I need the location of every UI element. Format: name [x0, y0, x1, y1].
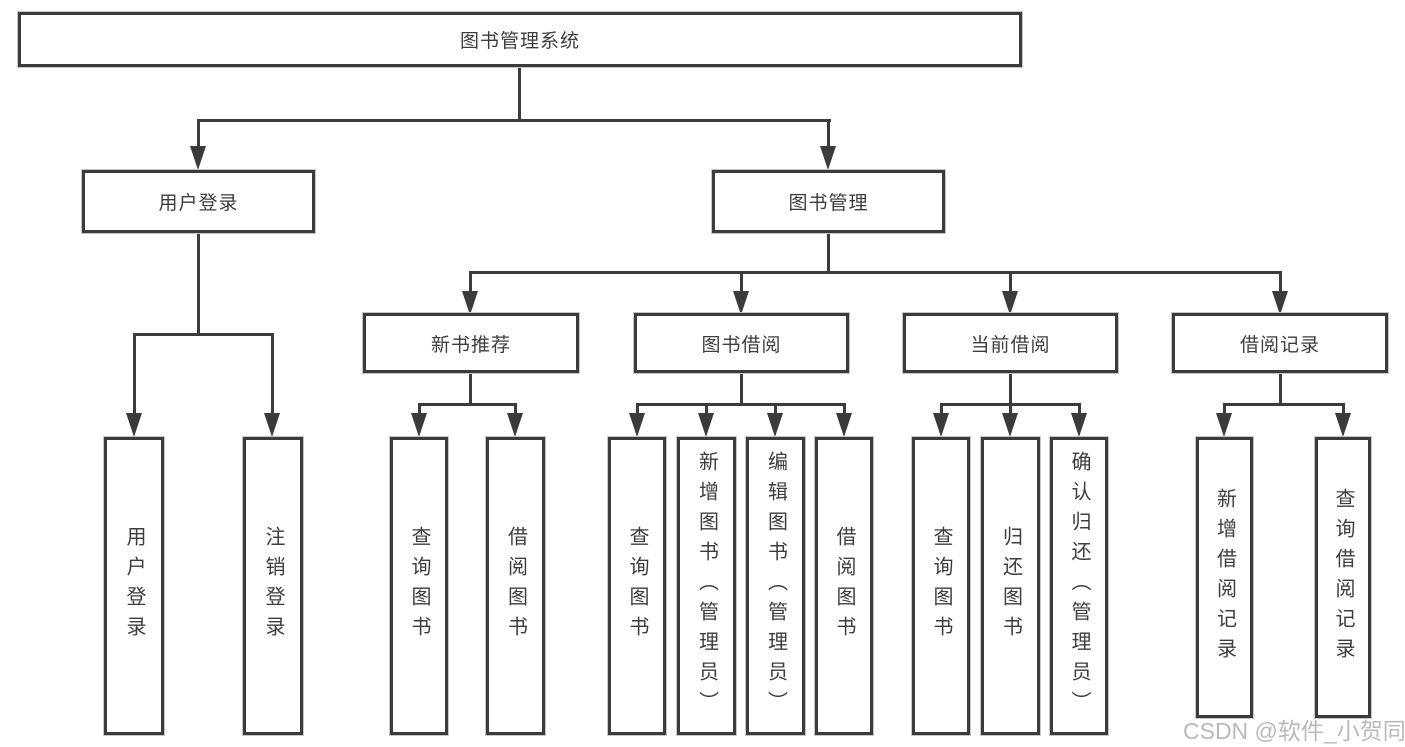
leaf-query-book-borrow: 查询图书: [607, 436, 667, 736]
leaf-confirm-return-admin: 确认归还（管理员）: [1049, 436, 1109, 736]
connector-hline: [1223, 403, 1345, 406]
connector-hline: [418, 403, 517, 406]
connector-vline: [827, 233, 830, 273]
connector-vline: [1009, 403, 1012, 415]
leaf-query-book-recommend: 查询图书: [389, 436, 449, 736]
connector-vline: [469, 373, 472, 405]
arrow-down-icon: [1002, 413, 1018, 437]
arrow-down-icon: [507, 413, 523, 437]
node-new-book-recommend: 新书推荐: [362, 312, 580, 374]
csdn-watermark: CSDN @软件_小贺同学: [1183, 718, 1405, 744]
node-root-library-system: 图书管理系统: [17, 11, 1023, 68]
node-book-management: 图书管理: [711, 169, 946, 234]
arrow-down-icon: [933, 413, 949, 437]
leaf-label: 新增借阅记录: [1213, 487, 1236, 668]
connector-vline: [705, 403, 708, 415]
arrow-down-icon: [836, 413, 852, 437]
leaf-add-borrow-record: 新增借阅记录: [1195, 436, 1254, 719]
connector-hline: [636, 403, 845, 406]
arrow-down-icon: [1335, 413, 1351, 437]
connector-vline: [740, 373, 743, 405]
connector-vline: [1342, 403, 1345, 415]
connector-hline: [469, 271, 1282, 274]
leaf-add-book-admin: 新增图书（管理员）: [676, 436, 737, 736]
connector-vline: [843, 403, 846, 415]
connector-vline: [1078, 403, 1081, 415]
leaf-query-borrow-record: 查询借阅记录: [1314, 436, 1372, 719]
leaf-label: 归还图书: [999, 526, 1022, 646]
node-user-login: 用户登录: [81, 169, 316, 234]
node-book-borrow: 图书借阅: [633, 312, 850, 374]
connector-vline: [1279, 271, 1282, 291]
arrow-down-icon: [126, 413, 142, 437]
connector-hline: [133, 333, 274, 336]
arrow-down-icon: [733, 291, 749, 315]
connector-vline: [418, 403, 421, 415]
arrow-down-icon: [190, 146, 206, 170]
connector-vline: [1279, 373, 1282, 405]
connector-vline: [271, 333, 274, 413]
connector-vline: [1009, 373, 1012, 405]
leaf-label: 查询借阅记录: [1332, 487, 1354, 668]
leaf-label: 新增图书（管理员）: [695, 451, 718, 721]
connector-vline: [740, 271, 743, 291]
arrow-down-icon: [462, 291, 478, 315]
node-borrow-records: 借阅记录: [1171, 312, 1389, 374]
arrow-down-icon: [264, 413, 280, 437]
leaf-label: 确认归还（管理员）: [1068, 451, 1090, 721]
arrow-down-icon: [820, 146, 836, 170]
leaf-label: 查询图书: [626, 526, 648, 646]
connector-vline: [636, 403, 639, 415]
connector-vline: [1223, 403, 1226, 415]
leaf-borrow-book-recommend: 借阅图书: [485, 436, 546, 736]
leaf-label: 借阅图书: [833, 526, 855, 646]
connector-vline: [197, 233, 200, 335]
leaf-return-book: 归还图书: [980, 436, 1041, 736]
leaf-user-login: 用户登录: [103, 436, 165, 736]
connector-vline: [197, 119, 200, 149]
arrow-down-icon: [1071, 413, 1087, 437]
leaf-label: 借阅图书: [504, 526, 527, 646]
connector-vline: [774, 403, 777, 415]
connector-vline: [1009, 271, 1012, 291]
leaf-borrow-book: 借阅图书: [814, 436, 874, 736]
arrow-down-icon: [411, 413, 427, 437]
connector-vline: [514, 403, 517, 415]
leaf-edit-book-admin: 编辑图书（管理员）: [745, 436, 806, 736]
arrow-down-icon: [629, 413, 645, 437]
connector-vline: [133, 333, 136, 413]
leaf-logout: 注销登录: [242, 436, 304, 736]
arrow-down-icon: [1272, 291, 1288, 315]
leaf-label: 用户登录: [123, 526, 145, 646]
connector-vline: [518, 67, 521, 121]
leaf-label: 注销登录: [262, 526, 284, 646]
leaf-label: 编辑图书（管理员）: [764, 451, 787, 721]
connector-vline: [469, 271, 472, 291]
connector-vline: [940, 403, 943, 415]
leaf-label: 查询图书: [408, 526, 430, 646]
arrow-down-icon: [1002, 291, 1018, 315]
leaf-query-book-current: 查询图书: [911, 436, 971, 736]
connector-vline: [827, 119, 830, 149]
leaf-label: 查询图书: [930, 526, 952, 646]
arrow-down-icon: [767, 413, 783, 437]
node-current-borrow: 当前借阅: [902, 312, 1119, 374]
arrow-down-icon: [698, 413, 714, 437]
arrow-down-icon: [1216, 413, 1232, 437]
connector-hline: [197, 119, 831, 122]
